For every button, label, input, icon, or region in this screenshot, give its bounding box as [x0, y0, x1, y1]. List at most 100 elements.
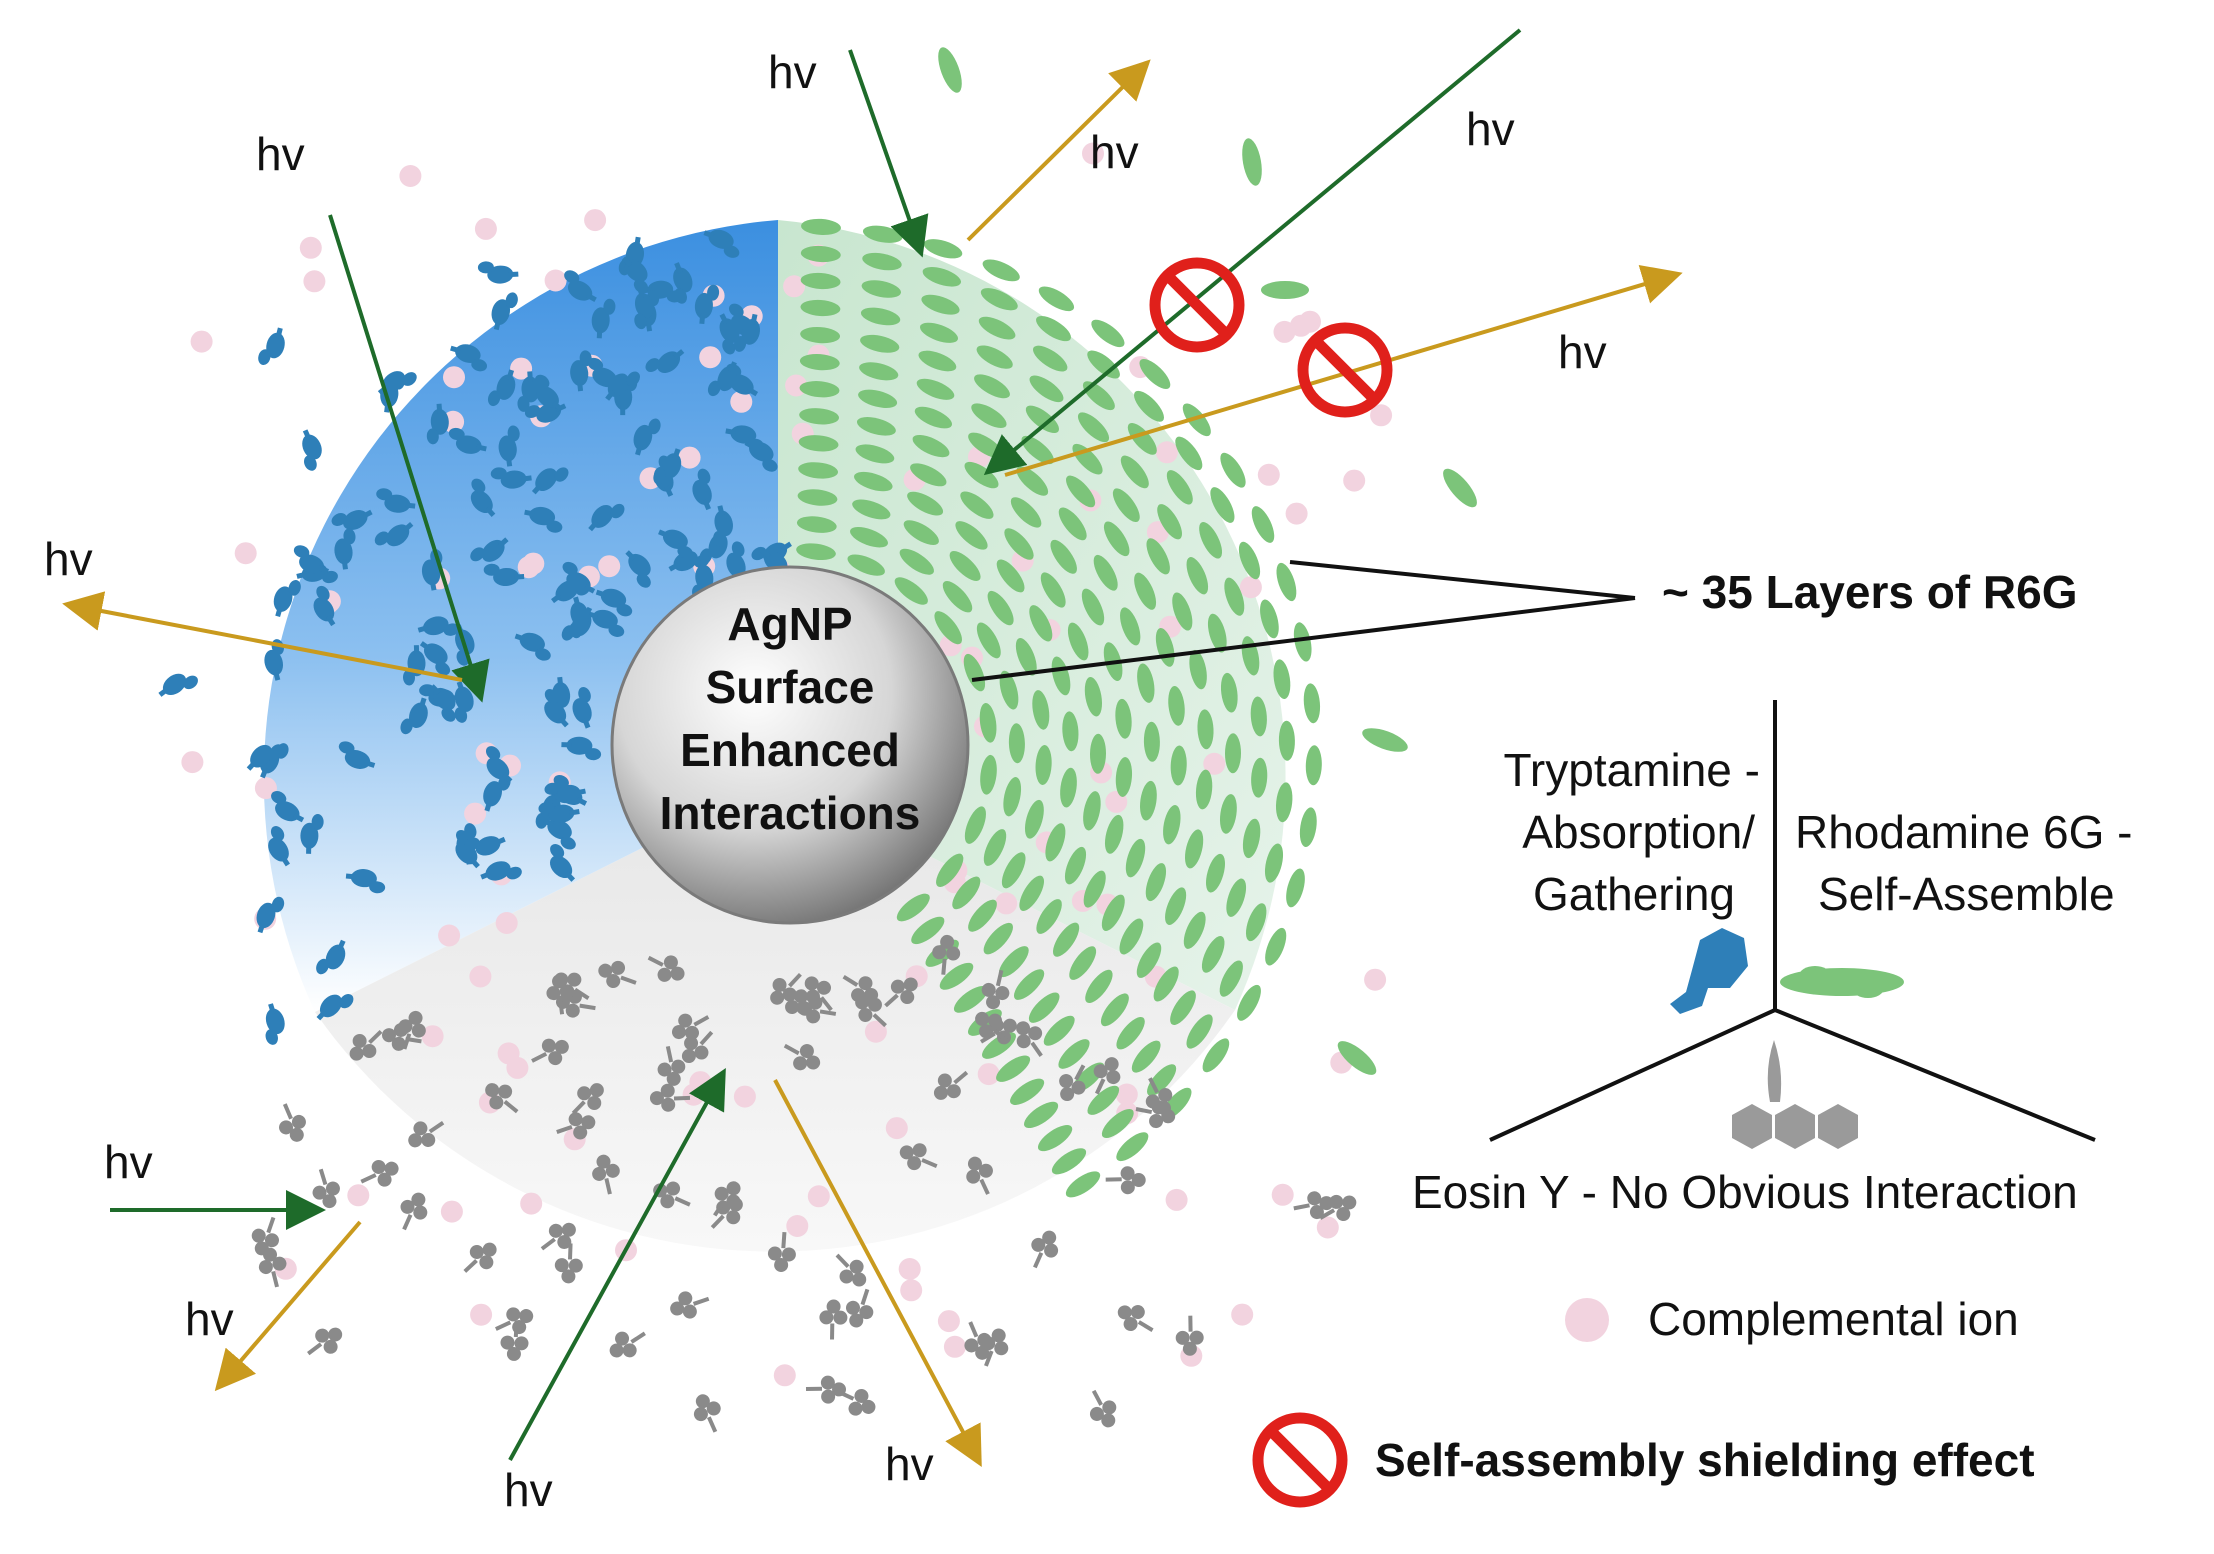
eosin-molecule — [805, 1375, 847, 1404]
no-symbol-icon — [1149, 257, 1245, 353]
tryptamine-molecule — [265, 1003, 285, 1045]
eosin-molecules — [251, 934, 1357, 1433]
rhodamine-molecule — [1139, 358, 1171, 390]
ion-particle — [1115, 1083, 1138, 1106]
eosin-molecule-icon — [1732, 1040, 1858, 1149]
tryptamine-molecule — [653, 448, 682, 485]
rhodamine-molecule — [1050, 539, 1077, 574]
rhodamine-molecule — [1166, 470, 1193, 505]
rhodamine-molecule — [1443, 468, 1477, 508]
rhodamine-molecule — [1220, 452, 1246, 488]
eosin-molecule — [713, 1181, 741, 1217]
ion-particle — [299, 236, 322, 259]
legend-tryptamine-line2: Absorption/ — [1522, 806, 1755, 858]
ion-particle — [399, 165, 422, 187]
tryptamine-molecule — [572, 686, 592, 729]
eosin-molecule — [349, 1029, 383, 1061]
rhodamine-molecule — [1101, 894, 1125, 932]
tryptamine-molecule — [485, 746, 513, 783]
tryptamine-molecule — [707, 361, 737, 397]
rhodamine-molecule — [1273, 659, 1291, 700]
tryptamine-molecule — [564, 270, 597, 302]
rhodamine-molecule — [1051, 1148, 1087, 1175]
rhodamine-molecule — [955, 521, 988, 550]
ion-particle — [1155, 441, 1178, 464]
rhodamine-molecule — [1051, 656, 1071, 696]
eosin-molecule — [1031, 1230, 1059, 1269]
rhodamine-molecule — [1201, 936, 1225, 973]
eosin-molecule — [767, 1232, 796, 1273]
tryptamine-molecule — [271, 791, 305, 823]
incident-arrow — [848, 49, 929, 258]
rhodamine-molecule — [916, 378, 955, 400]
rhodamine-molecule — [919, 322, 959, 343]
eosin-molecule — [279, 1103, 306, 1142]
rhodamine-molecule — [1112, 488, 1140, 523]
eosin-molecule — [981, 1328, 1009, 1367]
rhodamine-molecule — [860, 307, 901, 326]
tryptamine-molecule — [625, 550, 651, 588]
rhodamine-molecule — [1186, 557, 1209, 595]
tryptamine-molecule — [633, 418, 661, 456]
eosin-molecule — [796, 995, 837, 1024]
rhodamine-molecule — [960, 491, 994, 519]
tryptamine-molecule — [273, 579, 301, 617]
eosin-molecule — [531, 1038, 569, 1066]
rhodamine-molecule — [800, 272, 841, 290]
ion-particle — [773, 1364, 796, 1387]
legend-rhodamine: Rhodamine 6G - Self-Assemble — [1795, 806, 2133, 920]
rhodamine-molecule — [1146, 538, 1170, 575]
ion-particle — [1271, 1183, 1294, 1206]
rhodamine-molecule — [1337, 1041, 1377, 1075]
ion-particle — [977, 1063, 1000, 1086]
eosin-molecule — [463, 1242, 497, 1273]
rhodamine-molecule — [911, 916, 945, 945]
rhodamine-molecule — [1101, 1108, 1134, 1139]
eosin-molecule — [1059, 1064, 1086, 1102]
rhodamine-molecule — [1104, 814, 1124, 854]
eosin-molecule — [932, 934, 961, 975]
hv-label: hv — [768, 46, 817, 98]
tryptamine-molecule — [658, 529, 693, 559]
ion-particle — [943, 1335, 966, 1358]
eosin-molecule — [251, 1216, 279, 1256]
rhodamine-molecule — [907, 491, 944, 516]
rhodamine-molecule — [1163, 805, 1181, 845]
rhodamine-molecule — [894, 577, 928, 605]
tryptamine-molecule — [293, 545, 330, 574]
tryptamine-molecule — [256, 896, 285, 934]
tryptamine-molecule — [483, 563, 525, 587]
rhodamine-molecule — [1008, 723, 1025, 764]
rhodamine-molecule — [1001, 852, 1026, 889]
eosin-molecule — [842, 974, 879, 1003]
rhodamine-molecule — [856, 417, 896, 436]
rhodamine-molecule — [1175, 436, 1203, 471]
rhodamine-molecule — [1087, 1085, 1120, 1115]
eosin-molecule — [1117, 1305, 1154, 1332]
eosin-molecule — [1089, 1389, 1117, 1428]
tryptamine-molecule — [694, 284, 720, 325]
tryptamine-molecule — [470, 537, 509, 562]
tryptamine-molecule — [713, 505, 733, 547]
rhodamine-molecule — [980, 754, 997, 795]
eosin-molecule — [657, 1045, 686, 1086]
rhodamine-molecule — [1021, 435, 1054, 465]
rhodamine-molecule — [1083, 791, 1101, 831]
tryptamine-molecule — [464, 836, 506, 856]
incident-photons — [110, 28, 1522, 1461]
rhodamine-molecule — [912, 434, 950, 458]
tryptamine-molecule — [725, 425, 764, 451]
eosin-molecule — [360, 1159, 399, 1187]
tryptamine-molecule — [450, 344, 488, 372]
tryptamine-molecule — [487, 369, 516, 407]
rhodamine-molecule — [918, 350, 957, 372]
tryptamine-molecule — [338, 741, 376, 769]
rhodamine-molecule — [1025, 405, 1060, 434]
rhodamine-molecule — [1062, 711, 1079, 752]
eosin-molecule — [783, 1043, 821, 1071]
rhodamine-molecule — [964, 806, 986, 844]
rhodamine-molecule — [1286, 868, 1305, 908]
rhodamine-molecule — [1206, 853, 1225, 893]
rhodamine-molecule — [1116, 1016, 1145, 1050]
tryptamine-molecule — [470, 478, 496, 517]
